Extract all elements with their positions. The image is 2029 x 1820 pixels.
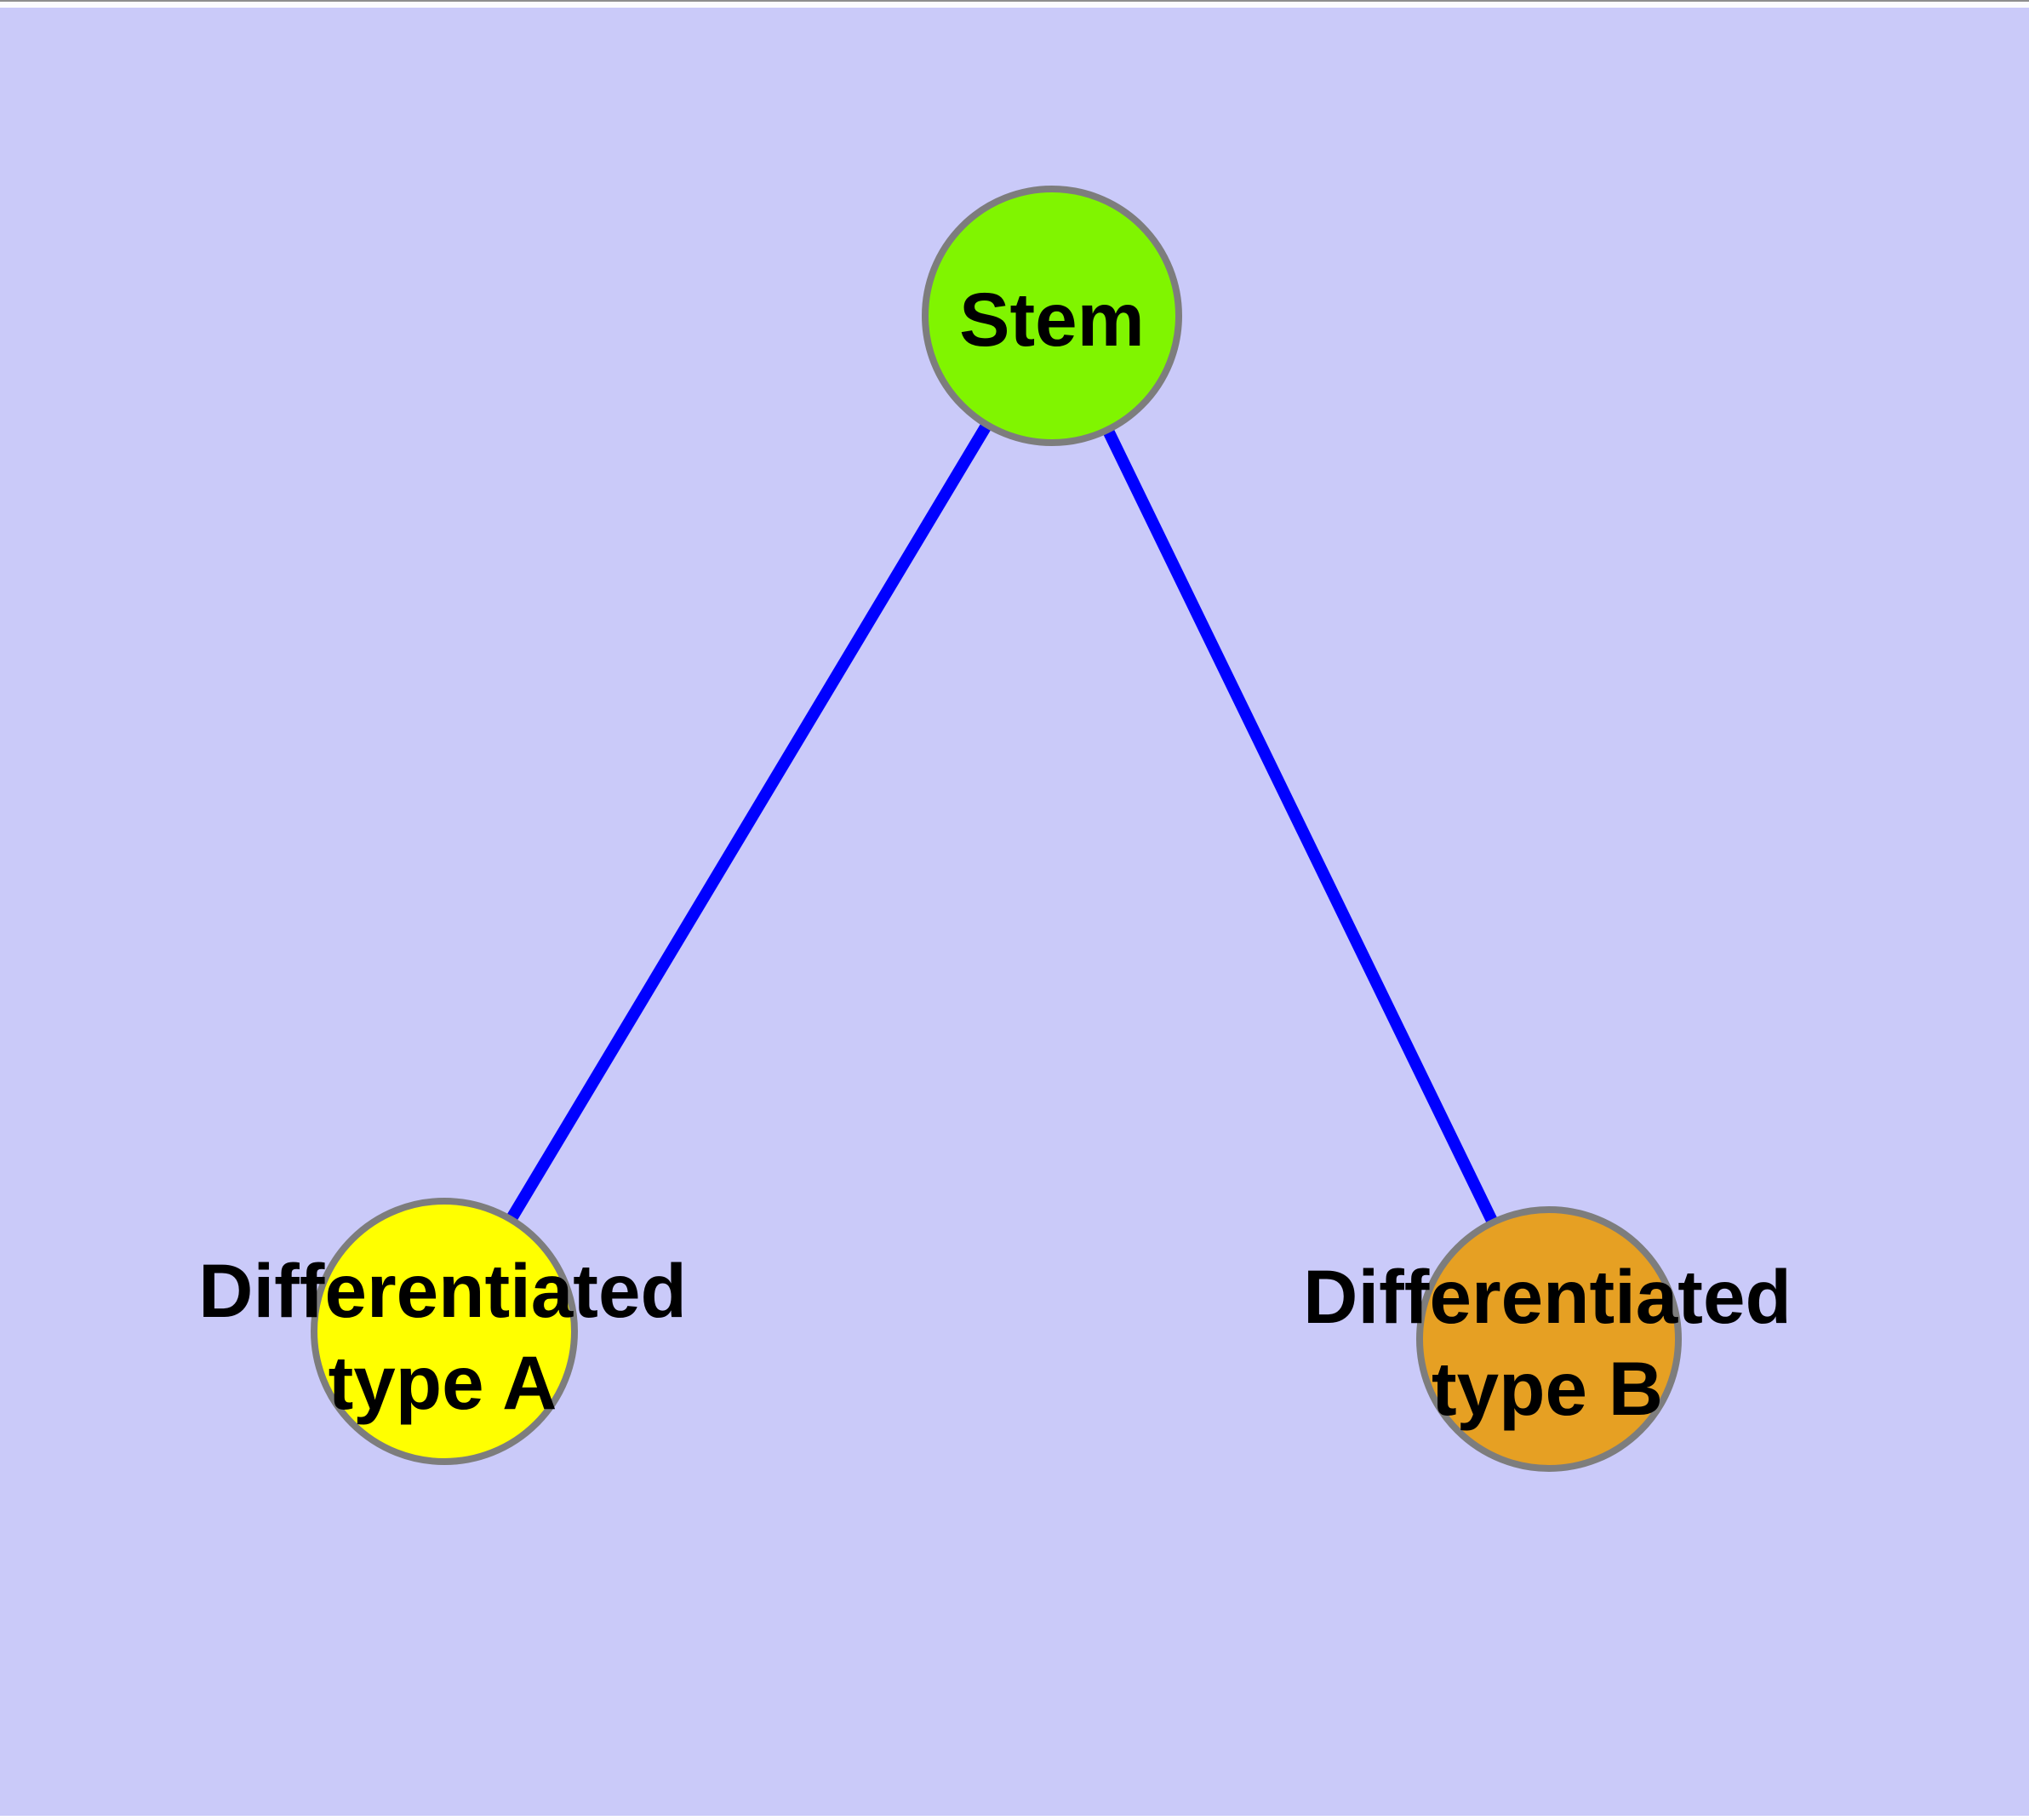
- node-differentiated-type-b-label-line-1: Differentiated: [1303, 1254, 1792, 1339]
- node-differentiated-type-b-circle: [1416, 1206, 1682, 1472]
- node-stem: Stem: [922, 186, 1182, 446]
- node-differentiated-type-a-label-line-2: type A: [329, 1340, 557, 1425]
- node-differentiated-type-a: Differentiated type A: [198, 1198, 687, 1465]
- node-differentiated-type-a-label-line-1: Differentiated: [198, 1248, 687, 1333]
- edge-stem-to-differentiated-type-a: [505, 422, 992, 1223]
- node-differentiated-type-b: Differentiated type B: [1303, 1206, 1792, 1472]
- node-differentiated-type-a-circle: [311, 1198, 578, 1465]
- edge-stem-to-differentiated-type-b: [1102, 427, 1499, 1226]
- node-differentiated-type-b-label-line-2: type B: [1432, 1346, 1663, 1431]
- node-stem-circle: [922, 186, 1182, 446]
- node-stem-label: Stem: [959, 277, 1145, 362]
